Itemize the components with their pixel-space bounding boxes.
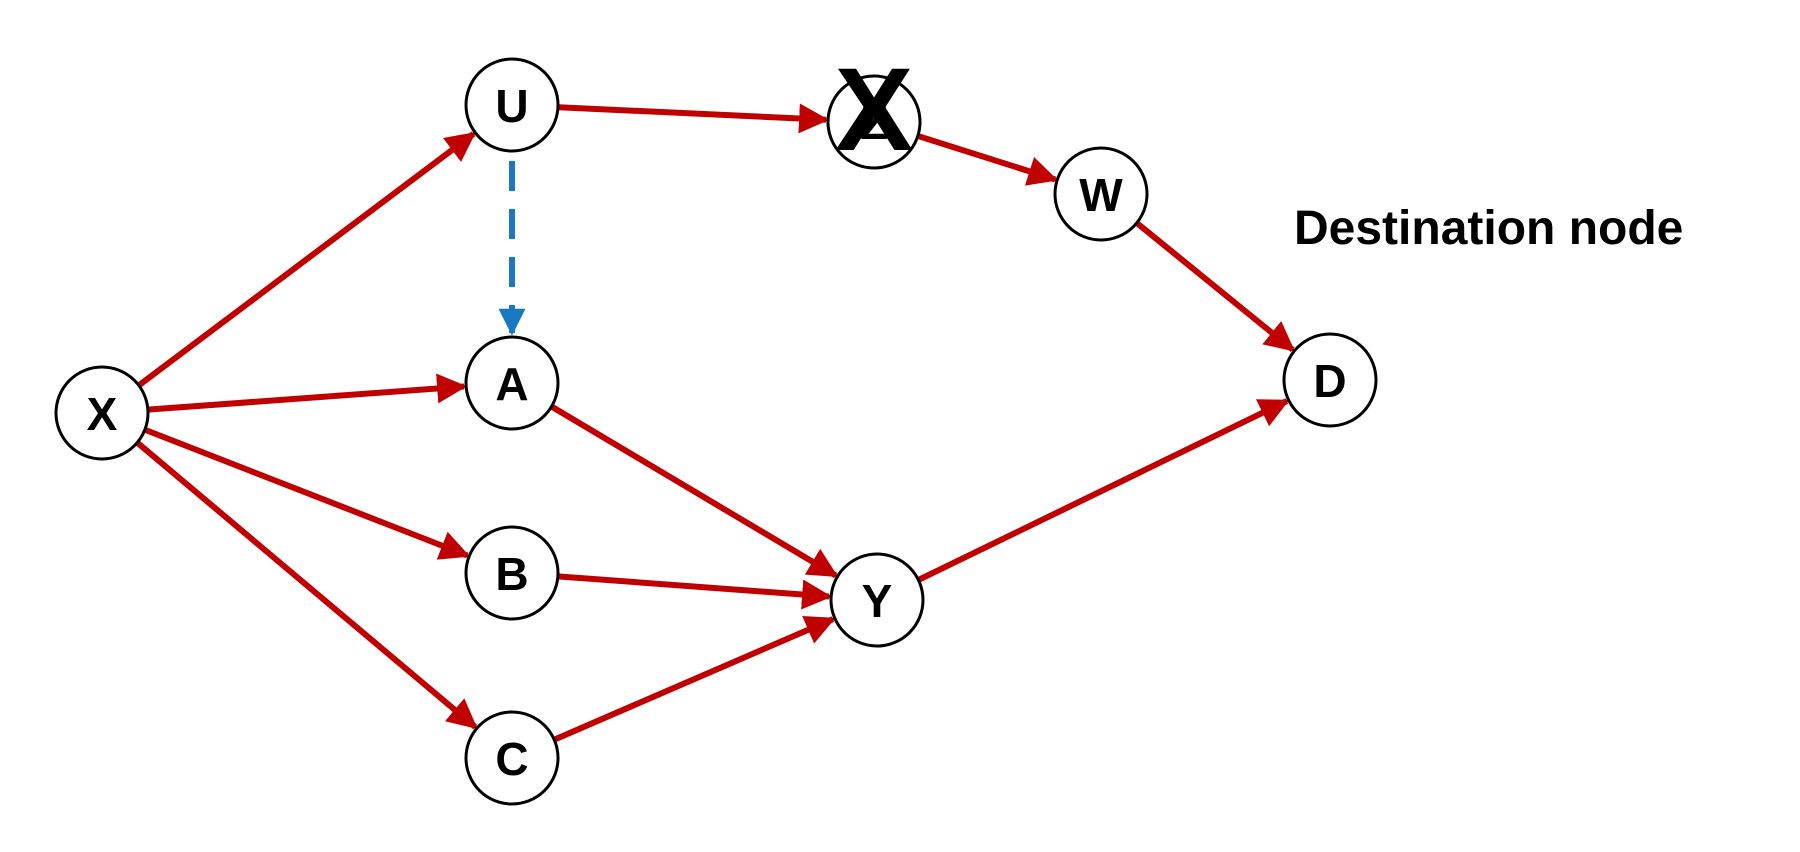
node-c: C xyxy=(464,710,560,806)
node-label: A xyxy=(495,358,528,410)
edge-y-to-d xyxy=(915,398,1290,584)
edge-u-to-z xyxy=(555,103,830,134)
edge-c-to-y xyxy=(551,616,836,744)
node-circle xyxy=(829,552,925,648)
node-b: B xyxy=(464,525,560,621)
node-label: X xyxy=(87,388,118,440)
node-a: A xyxy=(464,335,560,431)
node-label: U xyxy=(495,80,528,132)
edge-x-to-c xyxy=(133,439,478,730)
edge-x-to-u xyxy=(135,131,476,389)
nodes-layer: X U Z W A B C Y D xyxy=(54,57,1378,806)
node-d: D xyxy=(1282,332,1378,428)
edge-b-to-y xyxy=(555,573,833,610)
node-circle xyxy=(1282,332,1378,428)
node-label: B xyxy=(495,548,528,600)
node-circle xyxy=(464,57,560,153)
node-z: Z xyxy=(826,74,922,170)
node-w: W xyxy=(1053,146,1149,242)
node-circle xyxy=(464,710,560,806)
node-circle xyxy=(464,525,560,621)
node-y: Y xyxy=(829,552,925,648)
node-circle xyxy=(54,365,150,461)
node-label: D xyxy=(1313,355,1346,407)
node-x: X xyxy=(54,365,150,461)
destination-node-label: Destination node xyxy=(1294,202,1683,255)
edges-layer xyxy=(133,103,1296,744)
node-label: C xyxy=(495,733,528,785)
node-label: Y xyxy=(862,575,893,627)
failure-mark: X xyxy=(835,44,914,176)
edge-w-to-d xyxy=(1133,219,1296,353)
node-label: W xyxy=(1079,169,1123,221)
edge-z-to-w xyxy=(914,132,1059,186)
node-circle xyxy=(1053,146,1149,242)
node-circle xyxy=(464,335,560,431)
node-circle xyxy=(826,74,922,170)
edge-a-to-y xyxy=(548,402,839,579)
node-label: Z xyxy=(860,97,888,149)
node-u: U xyxy=(464,57,560,153)
edge-x-to-a xyxy=(145,373,468,413)
edge-x-to-b xyxy=(141,426,471,560)
